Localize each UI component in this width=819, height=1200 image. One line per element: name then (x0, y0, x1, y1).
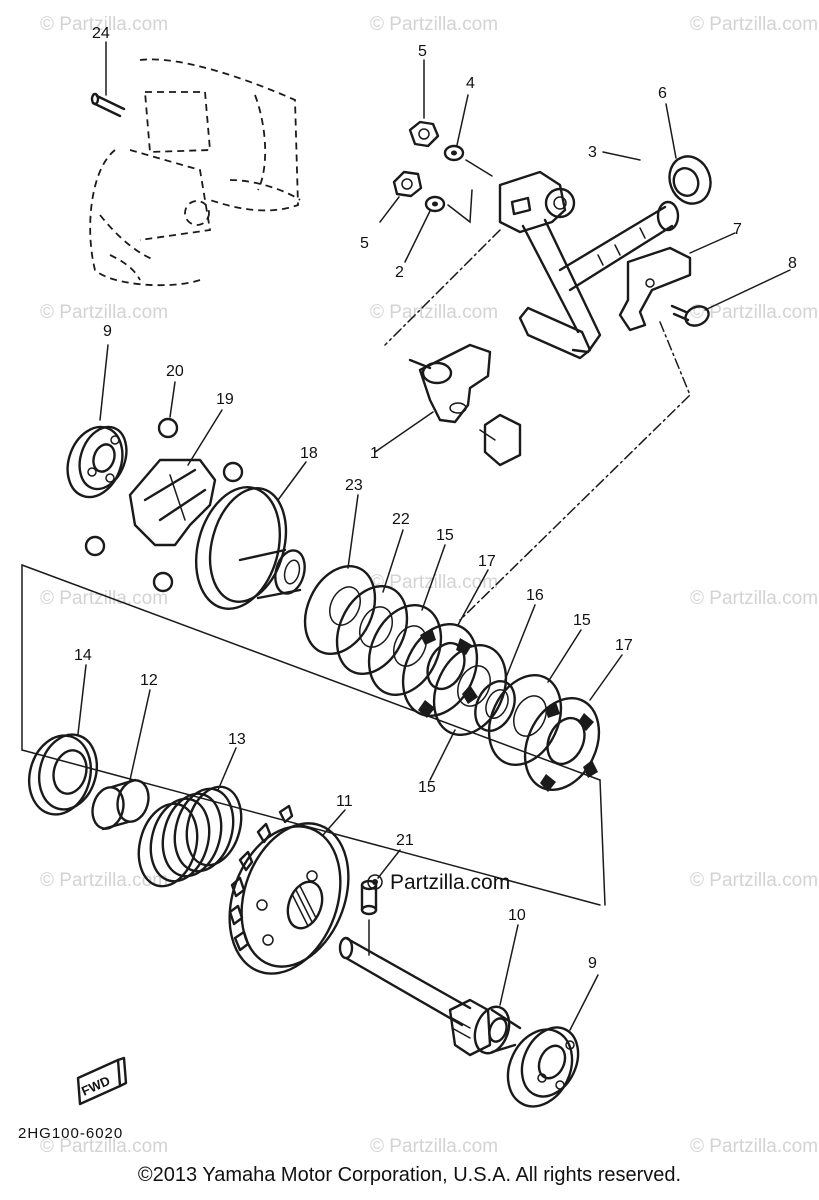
spring-13 (137, 747, 243, 888)
pin-24 (90, 41, 126, 118)
callout-24: 24 (92, 25, 110, 42)
bearing-9-upper (66, 344, 128, 499)
callout-3: 3 (588, 144, 597, 161)
fwd-label: FWD (79, 1073, 112, 1099)
callout-11: 11 (336, 793, 353, 810)
callout-15: 15 (573, 612, 591, 629)
watermark: © Partzilla.com (370, 1136, 498, 1157)
callout-5: 5 (418, 43, 427, 60)
callout-18: 18 (300, 445, 318, 462)
fwd-arrow-icon: FWD (76, 1056, 128, 1106)
watermark: © Partzilla.com (690, 870, 818, 891)
callout-2: 2 (395, 264, 404, 281)
stopper-plate-7 (618, 232, 736, 332)
watermarks: © Partzilla.com © Partzilla.com © Partzi… (40, 14, 818, 1157)
shift-lever-3 (498, 151, 680, 360)
watermark: © Partzilla.com (370, 302, 498, 323)
clutch-boss-18 (194, 461, 307, 610)
oil-seal-14 (28, 664, 98, 816)
part-code: 2HG100-6020 (18, 1125, 123, 1142)
partzilla-brand: Partzilla.com (367, 871, 510, 894)
callout-17: 17 (478, 553, 496, 570)
plate-23 (303, 494, 377, 656)
balls-20 (84, 381, 244, 593)
watermark: © Partzilla.com (690, 1136, 818, 1157)
plate-22 (335, 529, 409, 676)
cushion-16 (474, 604, 536, 732)
callout-1: 1 (370, 445, 379, 462)
watermark: © Partzilla.com (40, 302, 168, 323)
watermark: © Partzilla.com (690, 14, 818, 35)
collar-12 (91, 689, 151, 831)
washer-2 (404, 159, 493, 263)
watermark: © Partzilla.com (370, 14, 498, 35)
callout-17: 17 (615, 637, 633, 654)
callout-23: 23 (345, 477, 363, 494)
callout-13: 13 (228, 731, 246, 748)
plate-15-b (429, 643, 508, 781)
watermark: © Partzilla.com (690, 588, 818, 609)
nut-5-lower (379, 170, 423, 223)
nut-5-upper (408, 59, 440, 148)
watermark: © Partzilla.com (40, 870, 168, 891)
screw-8 (670, 269, 791, 327)
pressure-lever-19 (128, 409, 223, 547)
plate-15-a (367, 544, 446, 697)
callout-6: 6 (658, 85, 667, 102)
callout-10: 10 (508, 907, 526, 924)
plate-15-c (487, 629, 582, 767)
assembly-bracket-lines (21, 564, 606, 906)
callout-labels: 24 5 4 6 3 5 2 7 8 9 20 19 1 18 23 22 15… (74, 25, 797, 972)
callout-5: 5 (360, 235, 369, 252)
callout-22: 22 (392, 511, 410, 528)
callout-9: 9 (103, 323, 112, 340)
friction-plate-17-b (523, 654, 623, 792)
copyright-footer: ©2013 Yamaha Motor Corporation, U.S.A. A… (137, 1164, 682, 1186)
segment-1 (374, 343, 522, 467)
callout-15: 15 (436, 527, 454, 544)
callout-19: 19 (216, 391, 234, 408)
watermark: © Partzilla.com (370, 572, 498, 593)
brand-label: Partzilla.com (390, 871, 510, 894)
callout-20: 20 (166, 363, 184, 380)
callout-12: 12 (140, 672, 158, 689)
watermark: © Partzilla.com (690, 302, 818, 323)
pin-21 (360, 849, 401, 956)
bearing-9-lower (506, 974, 599, 1108)
watermark: © Partzilla.com (40, 1136, 168, 1157)
washer-4 (443, 94, 469, 162)
callout-7: 7 (733, 221, 742, 238)
callout-15: 15 (418, 779, 436, 796)
watermark: © Partzilla.com (40, 14, 168, 35)
callout-4: 4 (466, 75, 475, 92)
callout-21: 21 (396, 832, 414, 849)
oil-seal-6 (665, 103, 712, 205)
crankcase-outline (89, 58, 301, 287)
watermark: © Partzilla.com (40, 588, 168, 609)
shaft-10 (338, 924, 522, 1057)
callout-16: 16 (526, 587, 544, 604)
gear-11 (228, 804, 350, 975)
callout-14: 14 (74, 647, 92, 664)
callout-8: 8 (788, 255, 797, 272)
callout-9: 9 (588, 955, 597, 972)
